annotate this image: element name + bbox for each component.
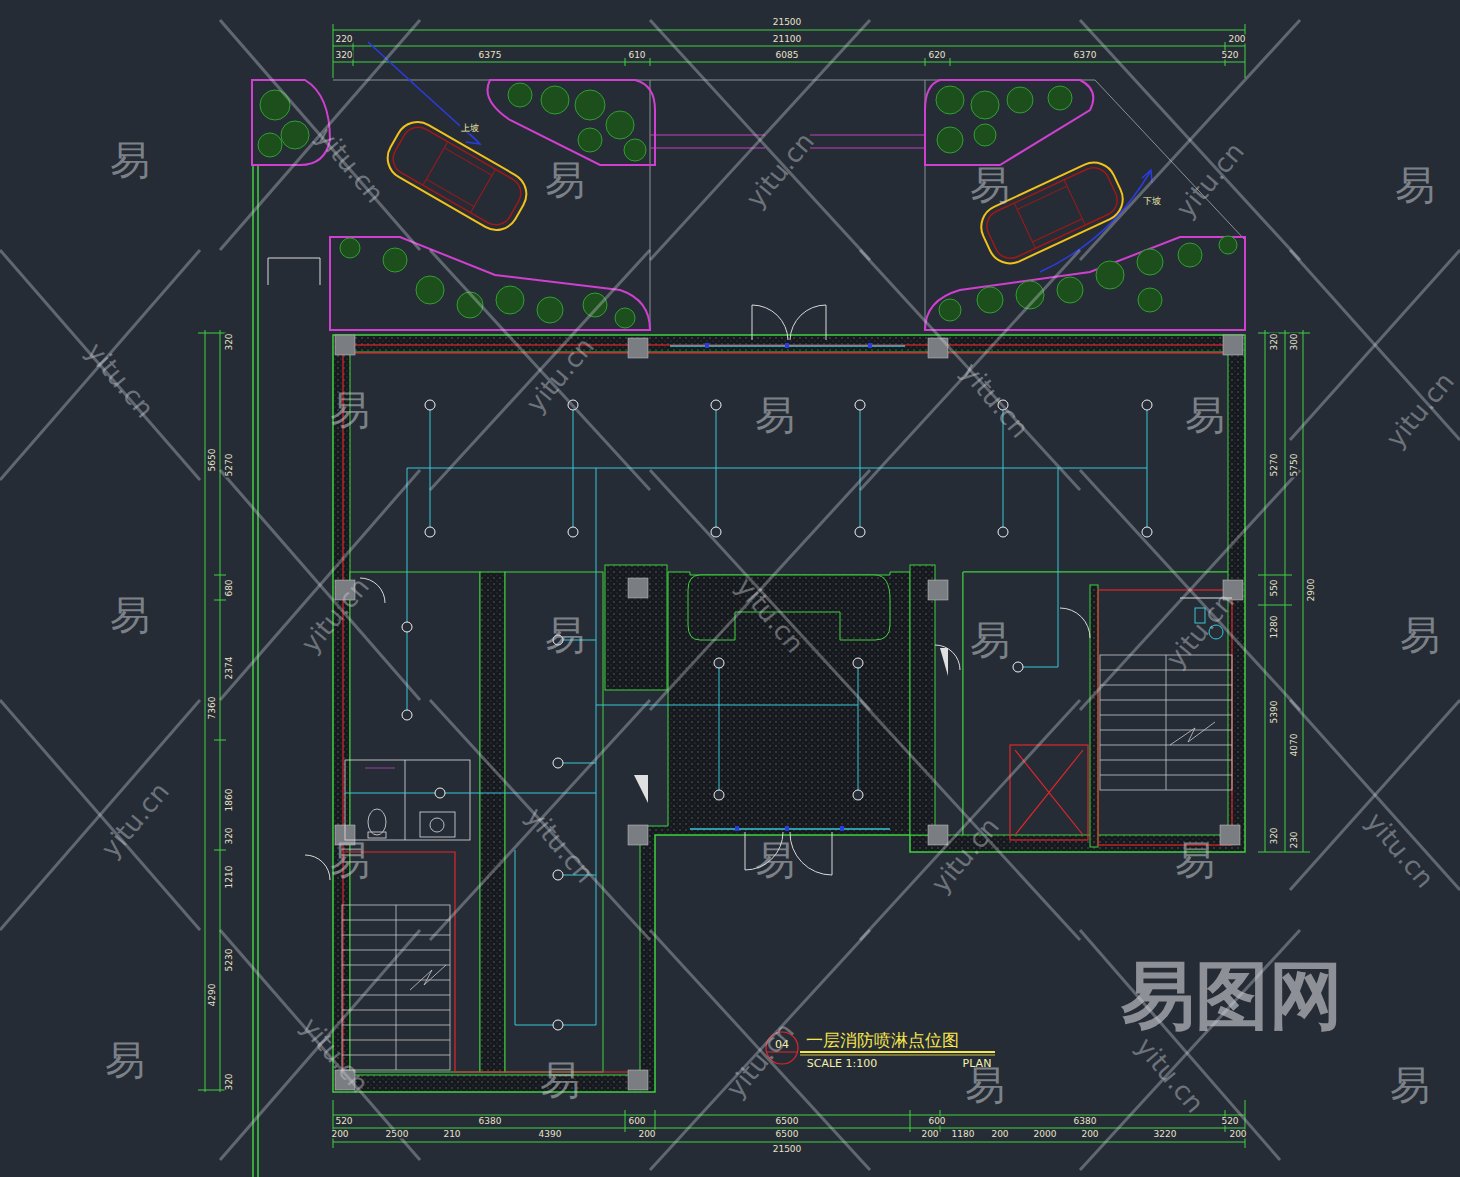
- dimension-text: 320: [1270, 332, 1279, 351]
- dimension-text: 320: [225, 826, 234, 845]
- dimension-text: 5270: [1270, 453, 1279, 478]
- dimension-text: 6370: [1073, 51, 1098, 60]
- dimension-text: 600: [927, 1117, 946, 1126]
- dimension-text: 200: [1080, 1130, 1099, 1139]
- dimension-text: 7360: [208, 696, 217, 721]
- dimension-text: 320: [1270, 826, 1279, 845]
- drawing-title: 一层消防喷淋点位图: [806, 1032, 959, 1049]
- dimension-text: 520: [1220, 51, 1239, 60]
- watermark: yitu.cn: [97, 778, 174, 862]
- watermark: yitu.cn: [1382, 368, 1459, 452]
- watermark: 易: [755, 840, 795, 880]
- title-block-text: SCALE 1:100: [807, 1058, 877, 1069]
- dimension-text: 4390: [538, 1130, 563, 1139]
- dimension-text: 5270: [225, 453, 234, 478]
- dimension-text: 680: [225, 578, 234, 597]
- dimension-text: 5750: [1290, 453, 1299, 478]
- watermark: 易: [755, 395, 795, 435]
- dimension-text: 620: [927, 51, 946, 60]
- watermark: 易: [1400, 615, 1440, 655]
- watermark: yitu.cn: [1362, 808, 1439, 892]
- watermark: 易: [1390, 1065, 1430, 1105]
- watermark: 易: [110, 595, 150, 635]
- ramp-note: 下坡: [1142, 197, 1162, 206]
- dimension-text: 6380: [1073, 1117, 1098, 1126]
- watermark: yitu.cn: [82, 338, 159, 422]
- dimension-text: 200: [1228, 1130, 1247, 1139]
- watermark: 易: [965, 1065, 1005, 1105]
- watermark: 易: [970, 165, 1010, 205]
- watermark: 易: [110, 140, 150, 180]
- dimension-text: 6500: [775, 1117, 800, 1126]
- watermark: yitu.cn: [1172, 138, 1249, 222]
- watermark: 易: [1175, 840, 1215, 880]
- dimension-text: 1210: [225, 865, 234, 890]
- dimension-text: 610: [627, 51, 646, 60]
- dimension-text: 21100: [772, 35, 803, 44]
- watermark: 易: [545, 160, 585, 200]
- dimension-text: 2500: [385, 1130, 410, 1139]
- dimension-text: 3220: [1153, 1130, 1178, 1139]
- dimension-text: 1280: [1270, 615, 1279, 640]
- ramp-note: 上坡: [460, 124, 480, 133]
- dimension-text: 5230: [225, 948, 234, 973]
- watermark: yitu.cn: [1132, 1033, 1209, 1117]
- dimension-text: 6500: [775, 1130, 800, 1139]
- dimension-text: 21500: [772, 1145, 803, 1154]
- watermark: 易图网: [1121, 958, 1343, 1032]
- dimension-text: 2000: [1033, 1130, 1058, 1139]
- watermark: 易: [105, 1040, 145, 1080]
- dimension-text: 5650: [208, 448, 217, 473]
- dimension-text: 4290: [208, 983, 217, 1008]
- dimension-text: 300: [1290, 332, 1299, 351]
- dimension-text: 1180: [951, 1130, 976, 1139]
- dimension-text: 230: [1290, 830, 1299, 849]
- watermark: 易: [970, 620, 1010, 660]
- watermark: yitu.cn: [312, 123, 389, 207]
- dimension-text: 200: [330, 1130, 349, 1139]
- dimension-text: 200: [990, 1130, 1009, 1139]
- dimension-text: 600: [627, 1117, 646, 1126]
- watermark: 易: [330, 390, 370, 430]
- watermark: yitu.cn: [722, 1018, 799, 1102]
- dimension-text: 520: [1220, 1117, 1239, 1126]
- dimension-text: 2900: [1307, 578, 1316, 603]
- dimension-text: 4070: [1290, 733, 1299, 758]
- dimension-text: 210: [442, 1130, 461, 1139]
- dimension-text: 200: [1227, 35, 1246, 44]
- dimension-text: 1860: [225, 788, 234, 813]
- watermark: 易: [545, 615, 585, 655]
- dimension-text: 320: [334, 51, 353, 60]
- dimension-text: 550: [1270, 578, 1279, 597]
- dimension-text: 520: [334, 1117, 353, 1126]
- dimension-text: 320: [225, 332, 234, 351]
- dimension-text: 5390: [1270, 700, 1279, 725]
- watermark: 易: [1185, 395, 1225, 435]
- dimension-text: 200: [637, 1130, 656, 1139]
- dimension-text: 21500: [772, 18, 803, 27]
- watermark: 易: [1395, 165, 1435, 205]
- dimension-text: 220: [334, 35, 353, 44]
- watermark: 易: [540, 1060, 580, 1100]
- dimension-text: 2374: [225, 656, 234, 681]
- dimension-text: 6375: [478, 51, 503, 60]
- watermark: yitu.cn: [742, 128, 819, 212]
- dimension-text: 320: [225, 1072, 234, 1091]
- dimension-text: 6380: [478, 1117, 503, 1126]
- dimension-text: 200: [920, 1130, 939, 1139]
- watermark: 易: [330, 840, 370, 880]
- dimension-text: 6085: [775, 51, 800, 60]
